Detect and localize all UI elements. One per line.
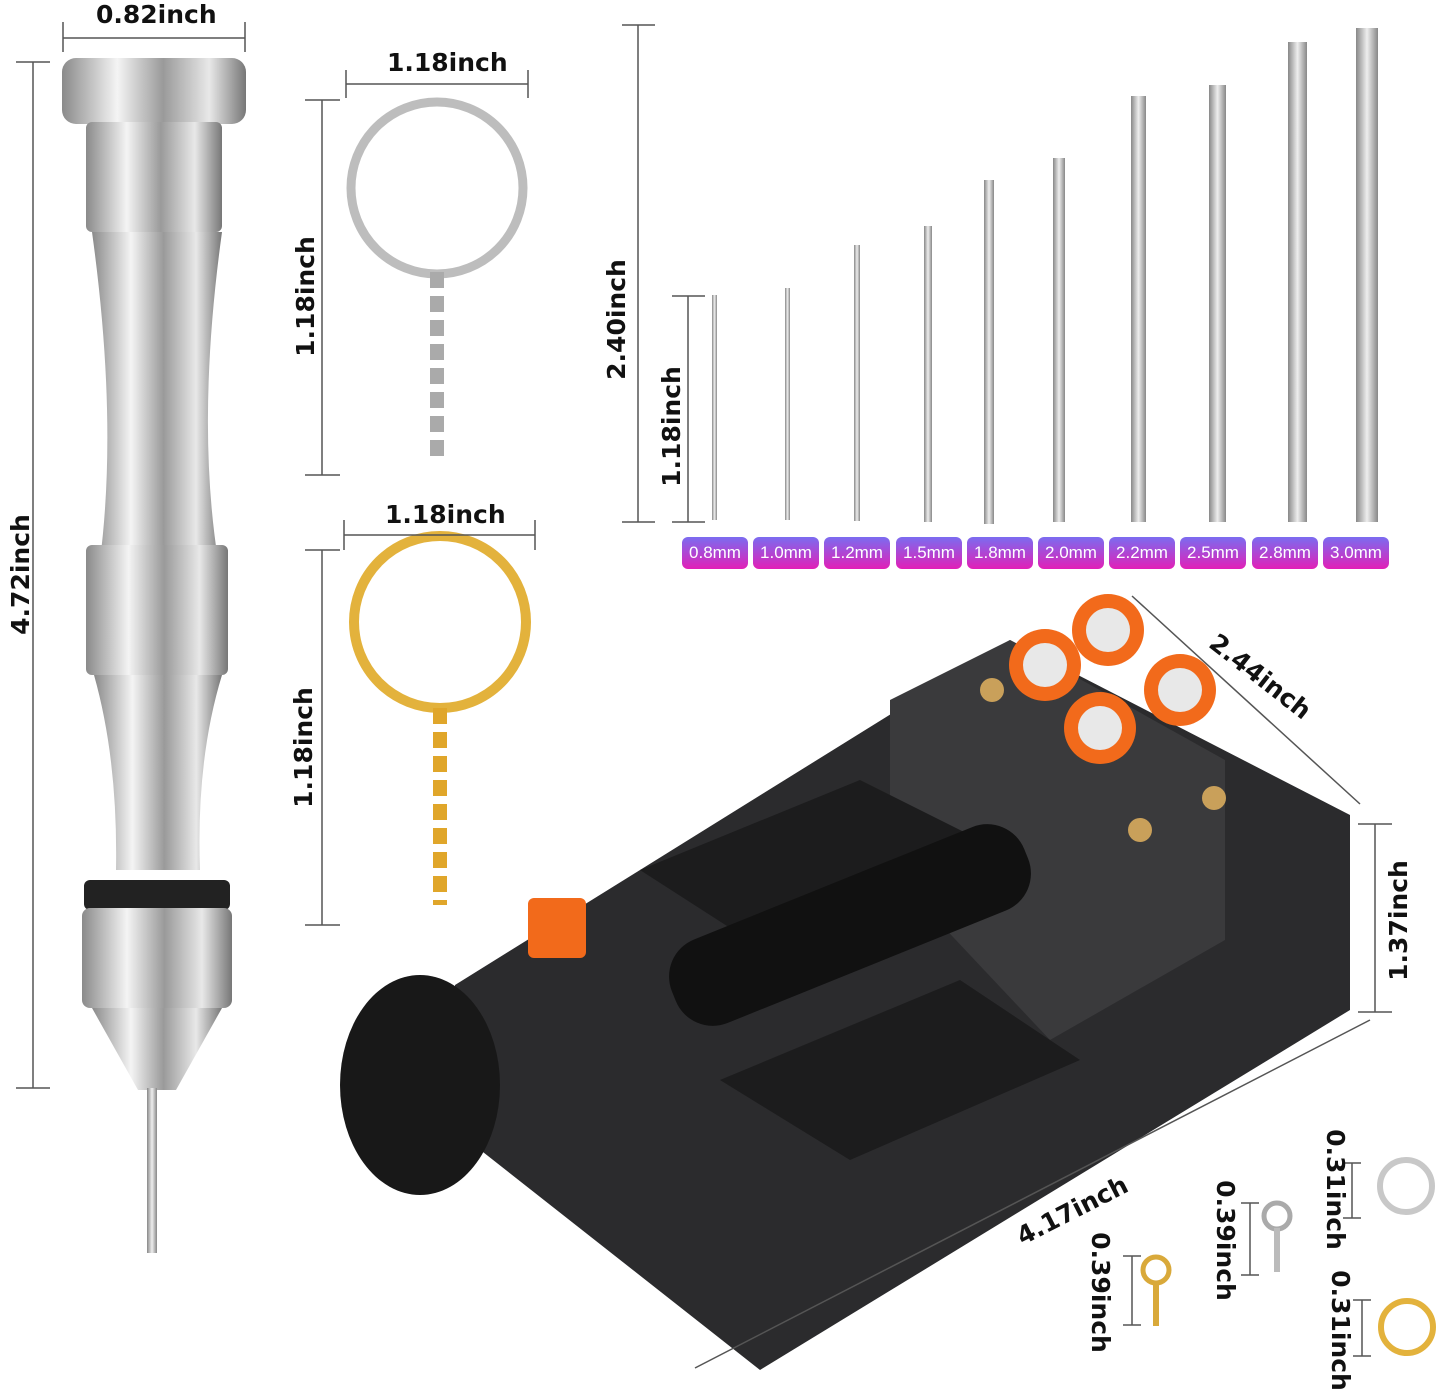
gold-jump-ring-label: 0.31inch (1325, 1270, 1355, 1391)
silver-eye-screw-label: 0.39inch (1210, 1180, 1240, 1301)
dimension-lines (16, 22, 1392, 1369)
silver-keyring (346, 97, 528, 460)
bits-min-length-label: 1.18inch (656, 366, 686, 487)
bit-size-chip: 3.0mm (1323, 537, 1389, 569)
silver-keyring-width-label: 1.18inch (387, 48, 508, 77)
drill-bits (712, 28, 1378, 524)
gold-keyring-width-label: 1.18inch (385, 500, 506, 529)
gold-keyring (349, 531, 531, 905)
gold-keyring-height-label: 1.18inch (288, 687, 318, 808)
bit-size-chip: 1.8mm (967, 537, 1033, 569)
gold-eye-screw-label: 0.39inch (1085, 1232, 1115, 1353)
pin-vise-drill (62, 58, 246, 1253)
bit-size-chip: 1.2mm (824, 537, 890, 569)
bits-max-length-label: 2.40inch (601, 259, 631, 380)
bit-size-chip: 0.8mm (682, 537, 748, 569)
bit-size-chip: 1.0mm (753, 537, 819, 569)
drill-width-label: 0.82inch (96, 0, 217, 29)
bit-size-chip: 2.8mm (1252, 537, 1318, 569)
silver-jump-ring-label: 0.31inch (1320, 1129, 1350, 1250)
bit-size-chip: 2.2mm (1109, 537, 1175, 569)
silver-keyring-height-label: 1.18inch (290, 236, 320, 357)
bit-size-chip: 2.0mm (1038, 537, 1104, 569)
bench-vise (340, 594, 1350, 1370)
bit-size-chip: 1.5mm (896, 537, 962, 569)
vise-height-label: 1.37inch (1383, 860, 1413, 981)
drill-length-label: 4.72inch (5, 514, 35, 635)
bit-size-chip: 2.5mm (1180, 537, 1246, 569)
small-hardware (1140, 1157, 1436, 1356)
